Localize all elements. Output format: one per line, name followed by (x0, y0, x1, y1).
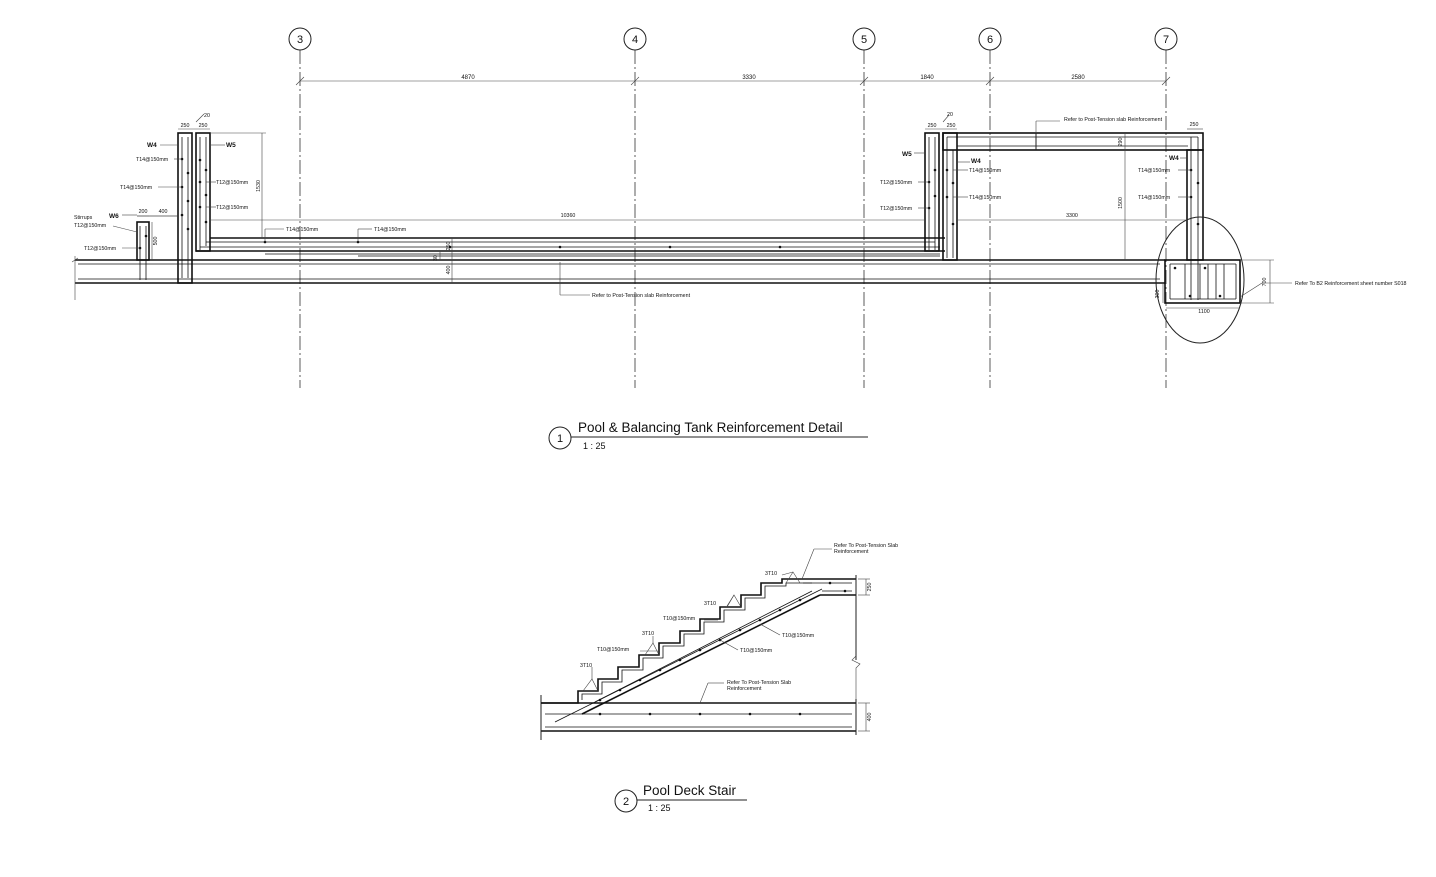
dim-3300: 3300 (1066, 213, 1078, 219)
bar-label-8: T14@150mm (374, 227, 407, 233)
dim-4870: 4870 (461, 75, 475, 81)
wall-tag-w5-right: W5 (902, 151, 912, 158)
view-2-number: 2 (623, 796, 629, 808)
stair-bar-t10-a: T10@150mm (663, 616, 696, 622)
dim-2580: 2580 (1071, 75, 1085, 81)
dim-3330: 3330 (742, 75, 756, 81)
dim-250-e: 250 (1190, 122, 1199, 128)
bar-label-2: T14@150mm (120, 185, 153, 191)
dim-250-a: 250 (181, 123, 190, 129)
grid-label-4: 4 (632, 34, 638, 46)
dim-400-slab: 400 (446, 266, 452, 275)
wall-tag-w4-tank: W4 (1169, 155, 1179, 162)
bar-label-14: T14@150mm (1138, 195, 1171, 201)
note-sheet-ref: Refer To B2 Reinforcement sheet number S… (1295, 281, 1407, 287)
view-2-scale: 1 : 25 (648, 803, 671, 813)
pool-section (71, 113, 1292, 344)
stair-annotations: Refer To Post-Tension Slab Reinforcement… (580, 543, 898, 721)
bar-label-9: T12@150mm (880, 180, 913, 186)
view-2-title: 2 Pool Deck Stair 1 : 25 (614, 783, 747, 813)
stair-note-bot-2: Reinforcement (727, 686, 762, 692)
bar-label-11: T14@150mm (969, 168, 1002, 174)
note-pt-left: Refer to Post-Tension slab Reinforcement (592, 293, 691, 299)
dim-250-d: 250 (947, 123, 956, 129)
dim-1100: 1100 (1198, 309, 1209, 315)
dim-1840: 1840 (920, 75, 934, 81)
grid-label-6: 6 (987, 34, 993, 46)
view-1-number: 1 (557, 433, 563, 445)
stair-note-bot-1: Refer To Post-Tension Slab (727, 680, 791, 686)
dim-250-floor: 250 (446, 242, 452, 251)
bar-label-13: T14@150mm (1138, 168, 1171, 174)
wall-tag-w6: W6 (109, 213, 119, 220)
wall-tag-w4-left: W4 (147, 142, 157, 149)
stair-bar-t10-d: T10@150mm (740, 648, 773, 654)
stair-section (540, 548, 870, 740)
grid-label-3: 3 (297, 34, 303, 46)
stair-bar-3t10-a: 3T10 (765, 571, 777, 577)
dim-10360: 10360 (561, 213, 576, 219)
bar-label-10: T12@150mm (880, 206, 913, 212)
stair-bar-t10-b: T10@150mm (597, 647, 630, 653)
dim-300: 300 (1155, 290, 1161, 299)
dim-250-c: 250 (928, 123, 937, 129)
grid-bubbles: 3 4 5 6 7 (288, 27, 1178, 51)
dim-1530: 1530 (256, 180, 262, 192)
note-pt-top: Refer to Post-Tension slab Reinforcement (1064, 117, 1163, 123)
top-dimension-string: 4870 3330 1840 2580 (295, 75, 1171, 86)
stair-dim-400: 400 (867, 713, 873, 722)
pool-section-annotations: 250 250 20 250 250 20 250 200 400 1530 5… (74, 112, 1407, 315)
stair-bar-t10-c: T10@150mm (782, 633, 815, 639)
dim-1500: 1500 (1118, 197, 1124, 209)
bar-label-7: T14@150mm (286, 227, 319, 233)
bar-label-1: T14@150mm (136, 157, 169, 163)
dim-290: 290 (1118, 138, 1124, 147)
bar-label-3: T12@150mm (216, 180, 249, 186)
grid-label-7: 7 (1163, 34, 1169, 46)
dim-250-b: 250 (199, 123, 208, 129)
view-1-scale: 1 : 25 (583, 441, 606, 451)
bar-label-12: T14@150mm (969, 195, 1002, 201)
wall-tag-w5-left: W5 (226, 142, 236, 149)
stair-note-top-2: Reinforcement (834, 549, 869, 555)
dim-20-b: 20 (947, 112, 953, 118)
stair-bar-3t10-d: 3T10 (580, 663, 592, 669)
stirrups-label: Stirrups (74, 215, 93, 221)
stair-dim-250: 250 (867, 583, 873, 592)
stair-bar-3t10-c: 3T10 (642, 631, 654, 637)
view-1-title: 1 Pool & Balancing Tank Reinforcement De… (548, 420, 868, 451)
bar-label-6: T12@150mm (84, 246, 117, 252)
bar-label-4: T12@150mm (216, 205, 249, 211)
dim-20-a: 20 (204, 113, 210, 119)
stair-note-top-1: Refer To Post-Tension Slab (834, 543, 898, 549)
bar-label-5: T12@150mm (74, 223, 107, 229)
dim-500: 500 (153, 237, 159, 246)
grid-label-5: 5 (861, 34, 867, 46)
wall-tag-w4-right: W4 (971, 158, 981, 165)
dim-200: 200 (139, 209, 148, 215)
view-1-title-text: Pool & Balancing Tank Reinforcement Deta… (578, 420, 843, 435)
grid-lines (299, 50, 1167, 388)
dim-700: 700 (1262, 278, 1268, 287)
stair-bar-3t10-b: 3T10 (704, 601, 716, 607)
view-2-title-text: Pool Deck Stair (643, 783, 737, 798)
dim-30: 30 (433, 255, 439, 261)
dim-400: 400 (159, 209, 168, 215)
